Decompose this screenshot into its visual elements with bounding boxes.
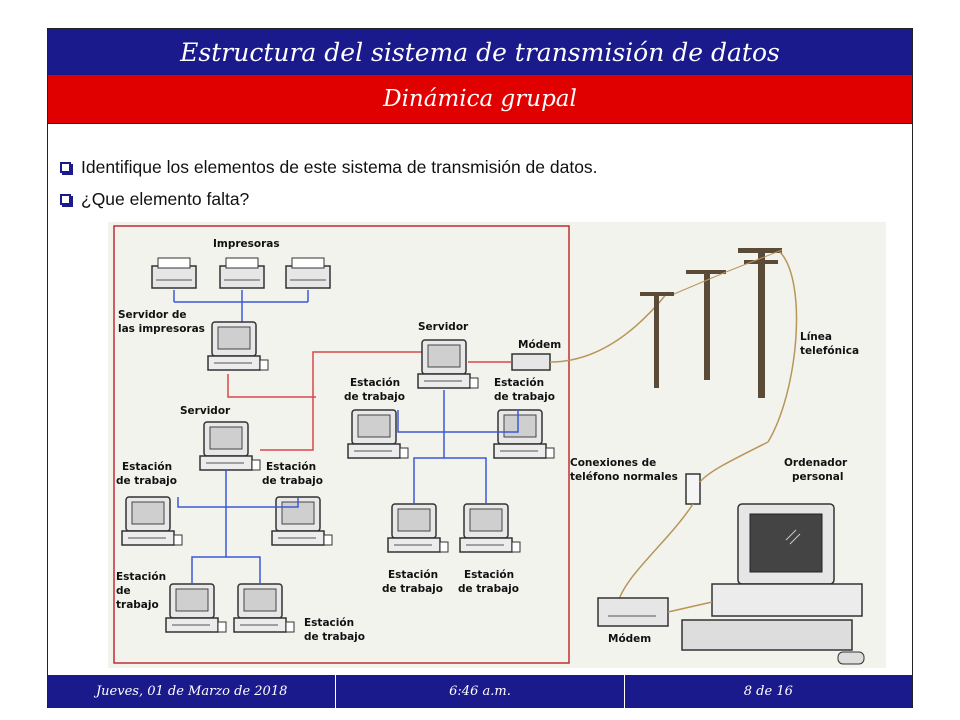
label-linea-2: telefónica: [800, 345, 859, 357]
label-conexiones-2: teléfono normales: [570, 471, 678, 483]
label-servidor-center: Servidor: [418, 321, 469, 333]
label-estacion: Estación: [122, 461, 172, 473]
label-estacion: Estación: [464, 569, 514, 581]
printer-icon: [219, 257, 265, 289]
label-de-trabajo: de trabajo: [304, 631, 365, 643]
print-server-icon: [207, 321, 269, 371]
checkbox-bullet-icon: [60, 193, 71, 205]
label-impresoras: Impresoras: [213, 238, 280, 250]
slide: Estructura del sistema de transmisión de…: [47, 28, 913, 708]
telephone-pole-icon: [686, 270, 726, 380]
label-estacion: Estación: [388, 569, 438, 581]
slide-title: Estructura del sistema de transmisión de…: [48, 29, 912, 76]
bullet-list: Identifique los elementos de este sistem…: [60, 151, 900, 215]
label-de-trabajo: de trabajo: [116, 475, 177, 487]
label-ordenador-2: personal: [792, 471, 843, 483]
network-diagram-svg: Impresoras Servidor de las impresoras Se…: [113, 225, 865, 665]
label-servidor-impresoras: Servidor de: [118, 309, 187, 321]
label-de: de: [116, 585, 131, 597]
slide-subtitle: Dinámica grupal: [48, 75, 912, 124]
modem-icon: [511, 353, 551, 371]
label-de-trabajo: de trabajo: [494, 391, 555, 403]
label-modem-top: Módem: [518, 339, 561, 351]
server-icon: [417, 339, 479, 389]
workstation-icon: [271, 496, 333, 546]
label-de-trabajo: de trabajo: [458, 583, 519, 595]
workstation-icon: [121, 496, 183, 546]
label-estacion: Estación: [350, 377, 400, 389]
workstation-icon: [387, 503, 449, 553]
label-conexiones: Conexiones de: [570, 457, 656, 469]
label-servidor-left: Servidor: [180, 405, 231, 417]
bullet-text: ¿Que elemento falta?: [81, 188, 250, 209]
footer-time: 6:46 a.m.: [336, 675, 625, 708]
printer-icon: [285, 257, 331, 289]
label-estacion: Estación: [304, 617, 354, 629]
label-de-trabajo: de trabajo: [262, 475, 323, 487]
bullet-item: Identifique los elementos de este sistem…: [60, 151, 900, 183]
server-icon: [199, 421, 261, 471]
bullet-item: ¿Que elemento falta?: [60, 183, 900, 215]
label-modem-bottom: Módem: [608, 633, 651, 645]
telephone-pole-icon: [640, 292, 674, 388]
workstation-icon: [347, 409, 409, 459]
label-de-trabajo: de trabajo: [382, 583, 443, 595]
label-trabajo: trabajo: [116, 599, 159, 611]
label-de-trabajo: de trabajo: [344, 391, 405, 403]
workstation-icon: [165, 583, 227, 633]
slide-footer: Jueves, 01 de Marzo de 2018 6:46 a.m. 8 …: [48, 675, 912, 708]
label-estacion: Estación: [116, 571, 166, 583]
telephone-pole-icon: [738, 248, 782, 398]
bullet-text: Identifique los elementos de este sistem…: [81, 156, 598, 177]
personal-computer-icon: [681, 503, 865, 665]
label-ordenador: Ordenador: [784, 457, 848, 469]
workstation-icon: [459, 503, 521, 553]
label-estacion: Estación: [494, 377, 544, 389]
checkbox-bullet-icon: [60, 161, 71, 173]
phone-jack-icon: [685, 473, 701, 505]
label-servidor-impresoras-2: las impresoras: [118, 323, 205, 335]
office-boundary: [113, 225, 570, 664]
printer-icon: [151, 257, 197, 289]
footer-page-number: 8 de 16: [743, 684, 793, 699]
label-linea: Línea: [800, 331, 832, 343]
modem-icon: [597, 597, 669, 627]
workstation-icon: [493, 409, 555, 459]
workstation-icon: [233, 583, 295, 633]
footer-date: Jueves, 01 de Marzo de 2018: [48, 675, 337, 708]
label-estacion: Estación: [266, 461, 316, 473]
network-diagram: Impresoras Servidor de las impresoras Se…: [108, 222, 886, 668]
